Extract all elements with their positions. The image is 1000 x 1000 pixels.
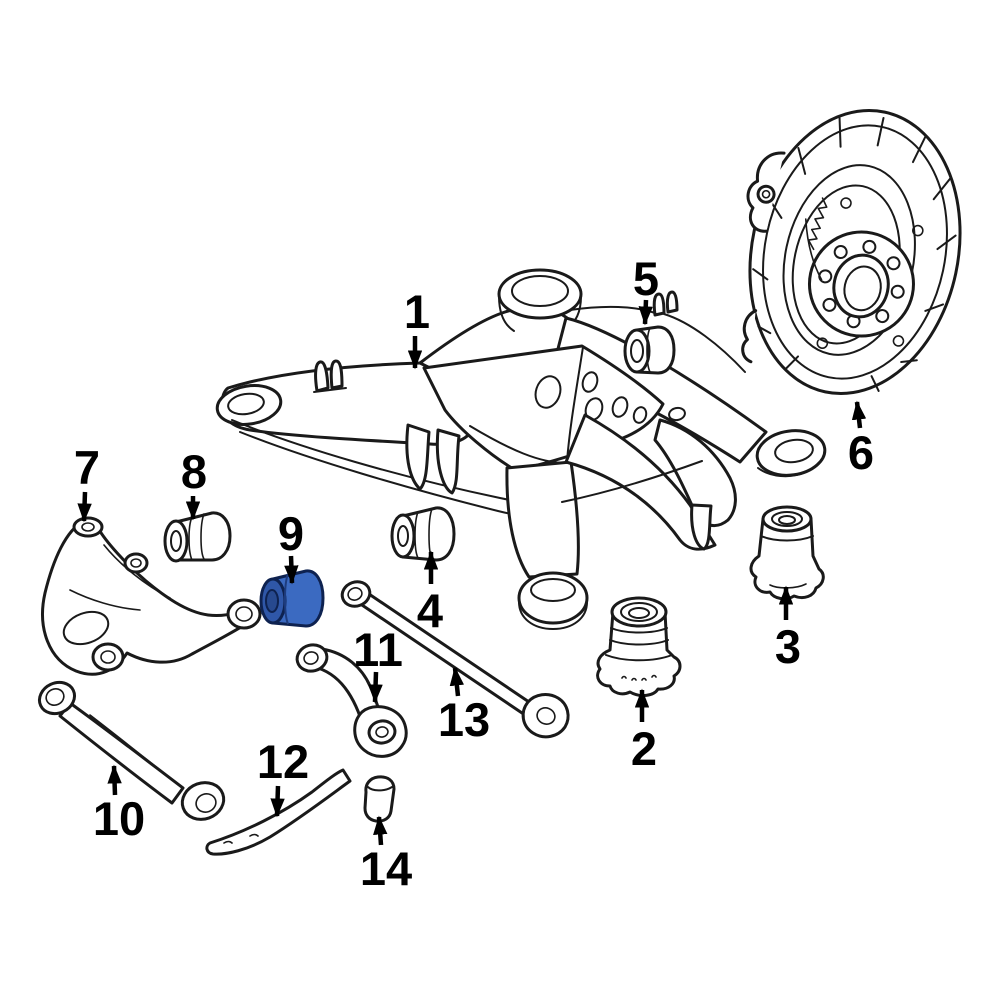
callout-arrow-13 — [449, 666, 465, 697]
part-mount-bushing-2[interactable] — [596, 596, 682, 698]
part-bushing-5[interactable] — [623, 325, 676, 375]
callout-label-3[interactable]: 3 — [775, 620, 801, 673]
callout-arrow-12 — [270, 785, 285, 818]
callout-label-10[interactable]: 10 — [93, 792, 145, 845]
part-lower-arm-10[interactable] — [34, 677, 229, 825]
part-upper-link-11[interactable] — [294, 642, 408, 758]
callout-arrow-14 — [373, 815, 388, 846]
callout-label-7[interactable]: 7 — [74, 441, 100, 494]
callout-label-2[interactable]: 2 — [631, 722, 657, 775]
callout-label-6[interactable]: 6 — [848, 426, 874, 479]
part-bushing-4[interactable] — [390, 506, 456, 562]
part-mount-bushing-3[interactable] — [749, 505, 825, 601]
part-bushing-14[interactable] — [363, 775, 396, 823]
callout-label-11[interactable]: 11 — [353, 623, 403, 676]
callout-label-5[interactable]: 5 — [633, 252, 659, 305]
callout-arrow-10 — [107, 764, 122, 796]
callout-label-13[interactable]: 13 — [438, 693, 490, 746]
part-knuckle-arm[interactable] — [41, 516, 262, 676]
callout-label-12[interactable]: 12 — [257, 735, 309, 788]
callout-label-4[interactable]: 4 — [417, 584, 443, 637]
callout-label-1[interactable]: 1 — [404, 285, 430, 338]
part-brake-backing-plate[interactable] — [711, 88, 985, 413]
callout-arrow-9 — [284, 555, 299, 585]
callout-arrow-6 — [851, 400, 867, 429]
callout-arrow-5 — [638, 299, 653, 326]
callout-arrow-11 — [368, 671, 383, 704]
part-track-rod-13[interactable] — [339, 578, 570, 739]
callout-label-14[interactable]: 14 — [360, 842, 412, 895]
callout-arrow-7 — [77, 491, 92, 523]
part-subframe-crossmember[interactable] — [214, 268, 827, 630]
part-bracket-arm-12[interactable] — [205, 768, 352, 856]
part-bushing-8[interactable] — [163, 511, 232, 563]
callout-label-9[interactable]: 9 — [278, 507, 304, 560]
callout-label-8[interactable]: 8 — [181, 445, 207, 498]
